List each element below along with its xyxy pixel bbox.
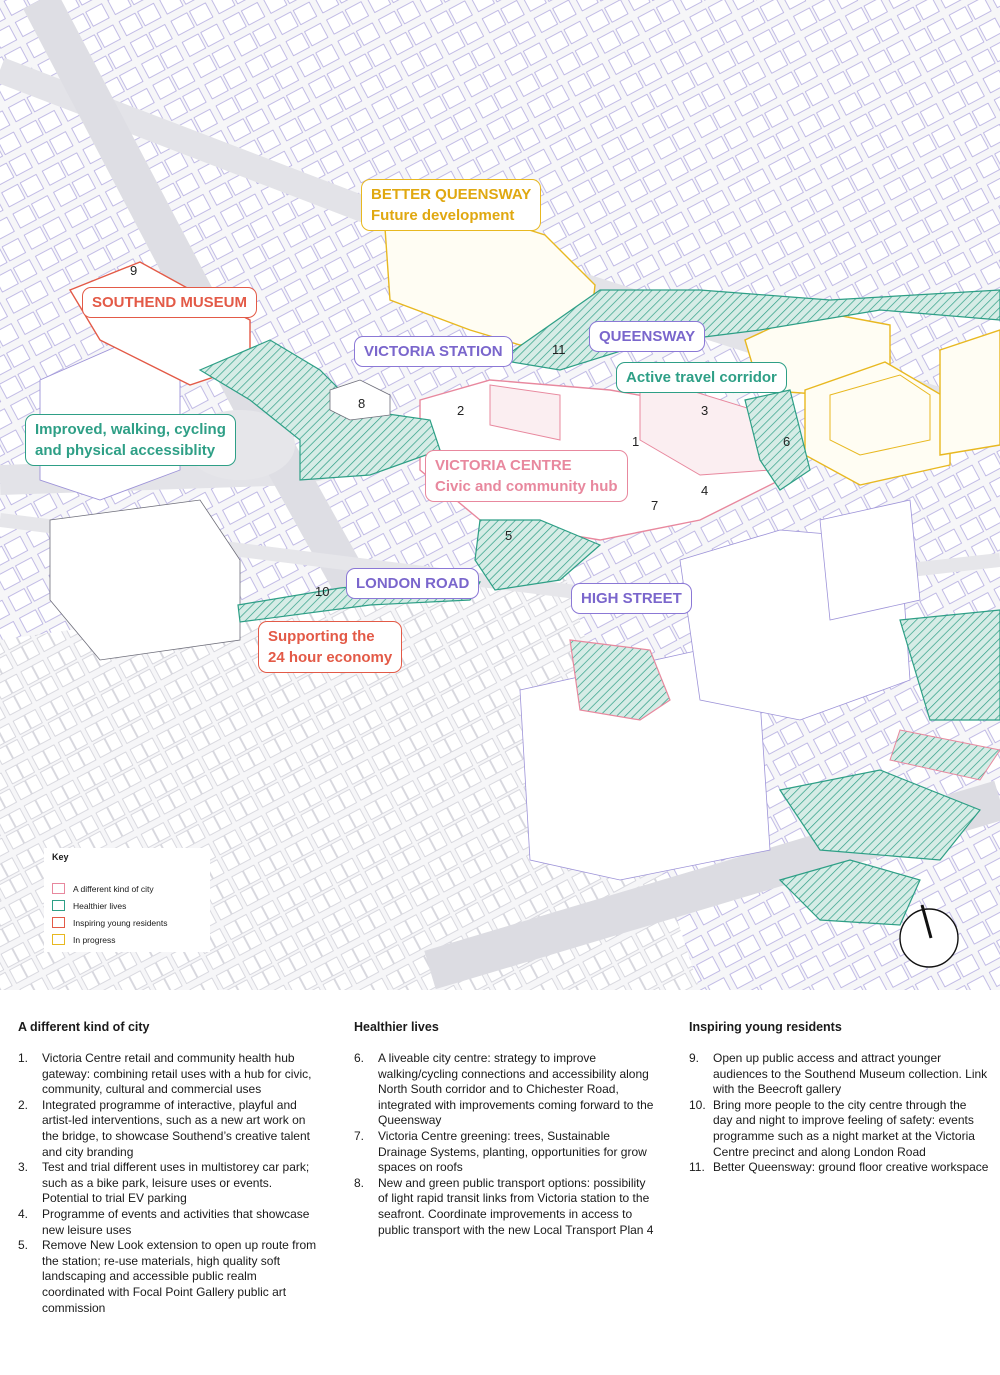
key-label: A different kind of city [73, 883, 154, 894]
key-item: Healthier lives [52, 897, 202, 914]
key-item: In progress [52, 931, 202, 948]
marker-8: 8 [358, 396, 366, 411]
marker-9: 9 [130, 263, 138, 278]
key-title: Key [52, 852, 69, 862]
key-label: Inspiring young residents [73, 917, 168, 928]
label-better-queensway: BETTER QUEENSWAY Future development [361, 179, 542, 231]
label-london-road: LONDON ROAD [346, 568, 480, 599]
section-title: Healthier lives [354, 1020, 439, 1034]
list-item: 3.Test and trial different uses in multi… [18, 1160, 310, 1206]
key-swatch-young [52, 917, 65, 928]
key-item: Inspiring young residents [52, 914, 202, 931]
list-item: 6.A liveable city centre: strategy to im… [354, 1051, 654, 1128]
label-24-hour-economy: Supporting the 24 hour economy [258, 621, 403, 673]
key-label: In progress [73, 934, 116, 945]
key-swatch-progress [52, 934, 65, 945]
label-victoria-centre: VICTORIA CENTRE Civic and community hub [425, 450, 628, 502]
list-item: 5.Remove New Look extension to open up r… [18, 1238, 317, 1315]
marker-4: 4 [701, 483, 709, 498]
key-item: A different kind of city [52, 880, 202, 897]
label-active-travel-corridor: Active travel corridor [616, 362, 787, 393]
marker-5: 5 [505, 528, 513, 543]
marker-2: 2 [457, 403, 465, 418]
marker-11: 11 [552, 342, 566, 357]
section-young: Inspiring young residents 9.Open up publ… [689, 1020, 989, 1176]
list-item: 10.Bring more people to the city centre … [689, 1097, 975, 1159]
label-queensway: QUEENSWAY [589, 321, 706, 352]
list-item: 7.Victoria Centre greening: trees, Susta… [354, 1128, 647, 1175]
marker-1: 1 [632, 434, 640, 449]
key-swatch-healthier [52, 900, 65, 911]
list-item: 8.New and green public transport options… [354, 1175, 654, 1237]
section-city: A different kind of city 1.Victoria Cent… [18, 1020, 318, 1316]
section-healthier: Healthier lives 6.A liveable city centre… [354, 1020, 654, 1238]
list-item: 2.Integrated programme of interactive, p… [18, 1097, 310, 1159]
marker-3: 3 [701, 403, 709, 418]
notes-section: A different kind of city 1.Victoria Cent… [0, 990, 1000, 1375]
label-improved-accessibility: Improved, walking, cycling and physical … [25, 414, 236, 466]
list-item: 9.Open up public access and attract youn… [689, 1051, 988, 1097]
label-victoria-station: VICTORIA STATION [354, 336, 513, 367]
label-high-street: HIGH STREET [571, 583, 692, 614]
list-item: 4.Programme of events and activities tha… [18, 1206, 310, 1237]
map-drawing [0, 0, 1000, 990]
section-title: A different kind of city [18, 1020, 150, 1034]
label-southend-museum: SOUTHEND MUSEUM [82, 287, 258, 318]
map-key: Key A different kind of city Healthier l… [44, 848, 210, 952]
north-arrow-icon [899, 904, 959, 968]
list-item: 11.Better Queensway: ground floor creati… [689, 1160, 989, 1175]
marker-10: 10 [315, 584, 330, 599]
list-item: 1.Victoria Centre retail and community h… [18, 1051, 312, 1097]
marker-6: 6 [783, 434, 791, 449]
section-title: Inspiring young residents [689, 1020, 842, 1034]
key-label: Healthier lives [73, 900, 127, 911]
key-swatch-city [52, 883, 65, 894]
marker-7: 7 [651, 498, 659, 513]
axonometric-map: BETTER QUEENSWAY Future development SOUT… [0, 0, 1000, 990]
